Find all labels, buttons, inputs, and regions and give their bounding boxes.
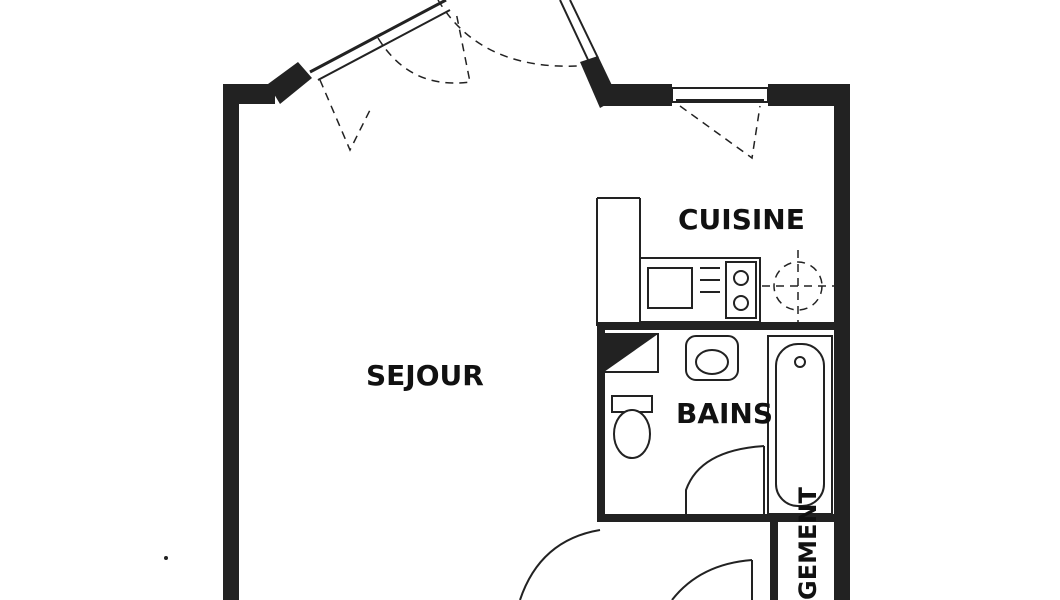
- wash-unit-shade: [604, 334, 658, 372]
- window: [671, 87, 769, 160]
- hob-burner-bottom: [733, 295, 749, 311]
- door-frame-c: [559, 0, 591, 65]
- door-frame-a: [309, 0, 447, 74]
- balcony-door: [309, 0, 599, 152]
- right-wall: [834, 84, 850, 600]
- door-swing-c: [437, 0, 579, 67]
- bathtub-drain: [794, 356, 806, 368]
- label-bains: BAINS: [676, 397, 773, 430]
- top-right-wall-b: [768, 84, 850, 106]
- dot-mark: [164, 556, 168, 560]
- window-frame: [671, 87, 769, 103]
- angled-wall-left: [268, 62, 312, 104]
- exterior-walls: [223, 56, 850, 600]
- washbasin-bowl: [695, 349, 729, 375]
- door-swing-b: [377, 11, 471, 84]
- bathroom: [603, 333, 833, 522]
- sink: [647, 267, 693, 309]
- door-frame-d: [569, 0, 599, 59]
- label-cuisine: CUISINE: [678, 203, 805, 236]
- window-swing: [679, 105, 761, 160]
- entry-door-swing-b: [671, 559, 753, 600]
- entrance: [164, 529, 753, 600]
- toilet-bowl: [613, 409, 651, 459]
- left-wall: [223, 84, 239, 600]
- door-swing-a: [319, 79, 371, 152]
- bathtub-inner: [775, 343, 825, 507]
- label-sejour: SEJOUR: [366, 359, 484, 392]
- storage-wall: [770, 514, 778, 600]
- top-right-wall-a: [600, 84, 672, 106]
- bath-wall-top: [597, 322, 842, 330]
- hob-burner-top: [733, 270, 749, 286]
- bath-wall-left: [597, 322, 605, 522]
- bath-door-swing: [685, 445, 765, 522]
- label-rangement: GEMENT: [794, 487, 822, 600]
- bath-wall-bottom: [597, 514, 842, 522]
- door-frame-b: [317, 9, 451, 81]
- top-left-wall: [223, 84, 275, 104]
- bathroom-walls: [597, 322, 842, 600]
- entry-door-swing-a: [519, 529, 601, 600]
